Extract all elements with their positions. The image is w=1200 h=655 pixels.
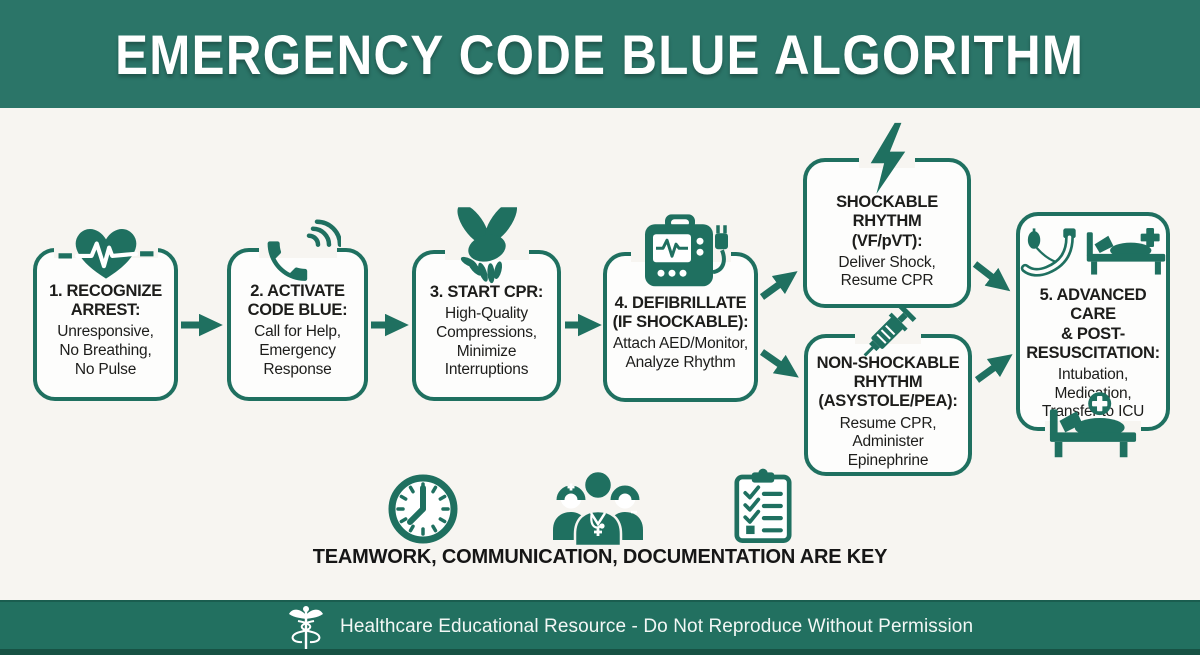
branch-non-shockable-body: Resume CPR, Administer Epinephrine [839, 414, 937, 469]
header-banner: EMERGENCY CODE BLUE ALGORITHM [0, 0, 1200, 108]
page-title: EMERGENCY CODE BLUE ALGORITHM [115, 22, 1085, 86]
step-3-body: High-Quality Compressions, Minimize Inte… [436, 305, 537, 379]
branch-non-shockable-box: NON-SHOCKABLE RHYTHM (ASYSTOLE/PEA): Res… [804, 303, 972, 476]
phone-icon [255, 219, 341, 283]
step-5-icons [1019, 228, 1167, 282]
clock-icon [384, 470, 462, 548]
arrow-nonshockable-step5 [974, 354, 1013, 383]
arrow-shockable-step5 [972, 261, 1011, 292]
step-1-box: 1. RECOGNIZE ARREST: Unresponsive, No Br… [33, 229, 178, 401]
step-5-body: Intubation, Medication, Transfer to ICU [1041, 366, 1145, 421]
cpr-hands-icon [442, 207, 532, 285]
heart-ecg-icon [56, 219, 156, 283]
branch-non-shockable-title: NON-SHOCKABLE RHYTHM (ASYSTOLE/PEA): [816, 353, 960, 411]
arrow-step4-shockable [759, 271, 798, 300]
defibrillator-icon [631, 214, 731, 290]
step-4-body: Attach AED/Monitor, Analyze Rhythm [613, 335, 748, 371]
arrow-step4-nonshockable [760, 349, 799, 378]
step-4-box: 4. DEFIBRILLATE (IF SHOCKABLE): Attach A… [603, 214, 758, 402]
step-1-title: 1. RECOGNIZE ARREST: [49, 281, 162, 320]
step-2-title: 2. ACTIVATE CODE BLUE: [247, 281, 348, 320]
footer-text: Healthcare Educational Resource - Do Not… [340, 615, 974, 637]
step-3-box: 3. START CPR: High-Quality Compressions,… [412, 207, 561, 401]
lightning-bolt-icon [863, 122, 911, 194]
step-2-box: 2. ACTIVATE CODE BLUE: Call for Help, Em… [227, 219, 368, 401]
step-2-body: Call for Help, Emergency Response [254, 323, 341, 378]
branch-shockable-title: SHOCKABLE RHYTHM (VF/pVT): [836, 192, 938, 250]
intubation-icon [1019, 228, 1081, 282]
branch-shockable-body: Deliver Shock, Resume CPR [838, 253, 936, 290]
caduceus-icon [288, 605, 324, 651]
hospital-bed-plus-icon [1045, 392, 1141, 459]
step-5-box: 5. ADVANCED CARE & POST- RESUSCITATION: … [1016, 212, 1170, 458]
syringe-icon [852, 296, 924, 368]
hospital-bed-cross-icon [1085, 228, 1167, 278]
footer-bar: Healthcare Educational Resource - Do Not… [0, 600, 1200, 655]
checklist-icon [734, 468, 792, 544]
step-5-title: 5. ADVANCED CARE & POST- RESUSCITATION: [1026, 286, 1160, 362]
step-4-title: 4. DEFIBRILLATE (IF SHOCKABLE): [612, 293, 749, 331]
medical-team-icon [550, 468, 646, 546]
key-message: TEAMWORK, COMMUNICATION, DOCUMENTATION A… [312, 546, 888, 568]
step-3-title: 3. START CPR: [429, 283, 544, 302]
footer-bottom-edge [0, 649, 1200, 655]
step-1-body: Unresponsive, No Breathing, No Pulse [57, 323, 154, 378]
branch-shockable-box: SHOCKABLE RHYTHM (VF/pVT): Deliver Shock… [803, 122, 971, 308]
